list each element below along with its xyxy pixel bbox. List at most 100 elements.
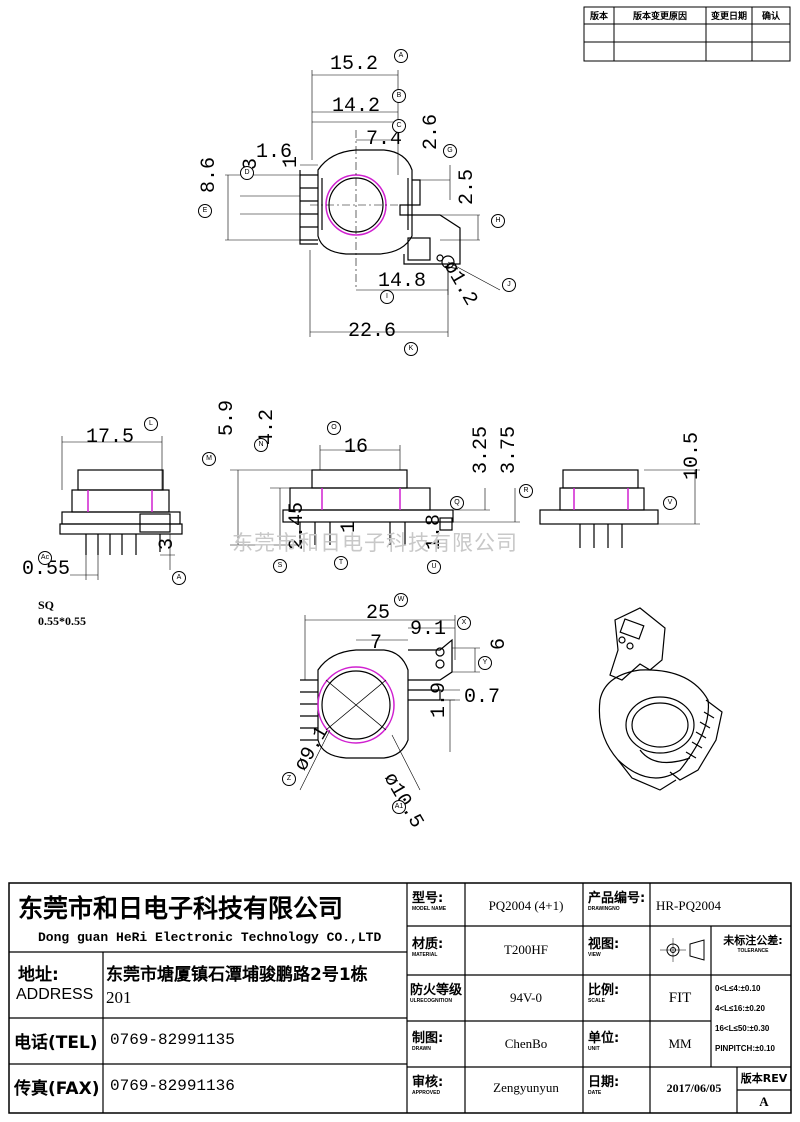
approved-value: Zengyunyun — [493, 1080, 559, 1095]
company-name-en: Dong guan HeRi Electronic Technology CO.… — [38, 929, 382, 945]
dimension-value: 7.4 — [366, 128, 403, 151]
model-label: 型号: MODEL NAME — [412, 891, 447, 913]
dimension-value: 25 — [366, 602, 391, 625]
bottom-view — [299, 615, 480, 791]
dimension-value: 7 — [370, 632, 383, 655]
tolerance-item: 16<L≤50:±0.30 — [715, 1024, 770, 1033]
dimension-value: 0.7 — [464, 686, 501, 709]
sq-label: SQ — [38, 598, 55, 612]
watermark: 东莞市和日电子科技有限公司 — [232, 531, 518, 555]
dimension-value: 0.55 — [22, 558, 71, 581]
dimension-callout: T — [334, 556, 348, 570]
address-label-cn: 地址: — [18, 964, 59, 985]
dimension-callout: U — [427, 560, 441, 574]
projection-symbol — [660, 938, 705, 962]
dimension-callout: C — [392, 119, 406, 133]
dimension-value: 3.75 — [498, 425, 521, 474]
dimension-callout: W — [394, 593, 408, 607]
drawing-no-value: HR-PQ2004 — [656, 898, 722, 913]
dimension-callout: D — [240, 166, 254, 180]
drawn-value: ChenBo — [504, 1036, 548, 1051]
dimension-value: 15.2 — [330, 53, 379, 76]
rev-header-confirm: 确认 — [761, 11, 780, 21]
dimension-value: 1.6 — [256, 141, 293, 164]
dimension-value: 1.9 — [428, 681, 451, 718]
dimension-callout: J — [502, 278, 516, 292]
unit-label: 单位: UNIT — [588, 1031, 620, 1053]
dimension-callout: Q — [450, 496, 464, 510]
revision-table — [583, 6, 791, 62]
dimension-value: 8.6 — [198, 156, 221, 193]
dimension-value: 17.5 — [86, 426, 135, 449]
fire-rating-value: 94V-0 — [509, 990, 543, 1005]
title-block-grid — [8, 882, 792, 1114]
dimension-callout: E — [198, 204, 212, 218]
dimension-callout: H — [491, 214, 505, 228]
dimension-callout: I — [380, 290, 394, 304]
dimension-callout: A — [394, 49, 408, 63]
tolerance-item: 0<L≤4:±0.10 — [715, 984, 761, 993]
isometric-view — [598, 607, 723, 791]
dimension-callout: O — [327, 421, 341, 435]
dimension-callout: Z — [282, 772, 296, 786]
scale-value: FIT — [668, 989, 692, 1006]
rev-header-reason: 版本变更原因 — [632, 11, 687, 21]
address-label-en: ADDRESS — [16, 986, 94, 1003]
dimension-value: 5.9 — [216, 399, 239, 436]
dimension-value: 2.5 — [456, 168, 479, 205]
date-value: 2017/06/05 — [666, 1080, 722, 1095]
dimension-callout: X — [457, 616, 471, 630]
dimension-value: 16 — [344, 436, 369, 459]
fax-label: 传真(FAX) — [14, 1078, 100, 1099]
dimension-callout: M — [202, 452, 216, 466]
dimension-value: 10.5 — [681, 431, 704, 480]
drawn-label: 制图: DRAWN — [412, 1031, 444, 1053]
dimension-value: 2.6 — [420, 113, 443, 150]
top-view — [225, 70, 501, 337]
dimension-callout: V — [663, 496, 677, 510]
tolerance-item: 4<L≤16:±0.20 — [715, 1004, 765, 1013]
dimension-value: 9.1 — [410, 618, 447, 641]
tolerance-label: 未标注公差: TOLERANCE — [723, 934, 783, 954]
dimension-value: 1 — [280, 155, 303, 168]
tel-label: 电话(TEL) — [14, 1032, 98, 1053]
material-label: 材质: MATERIAL — [412, 937, 444, 959]
address-line-2: 201 — [106, 988, 132, 1007]
tolerance-list: 0<L≤4:±0.10 4<L≤16:±0.20 16<L≤50:±0.30 P… — [715, 979, 775, 1059]
address-line-1: 东莞市塘厦镇石潭埔骏鹏路2号1栋 — [106, 964, 368, 985]
fire-rating-label: 防火等级 ULRECOGNITION — [410, 983, 463, 1005]
sq-value: 0.55*0.55 — [38, 614, 86, 628]
scale-label: 比例: SCALE — [588, 983, 620, 1005]
dimension-callout: K — [404, 342, 418, 356]
dimension-value: 3 — [156, 537, 179, 550]
rev-value: A — [759, 1094, 769, 1109]
dimension-callout: L — [144, 417, 158, 431]
company-name-cn: 东莞市和日电子科技有限公司 — [18, 894, 344, 923]
rev-header-version: 版本 — [589, 11, 608, 21]
rev-header-date: 变更日期 — [710, 11, 747, 21]
side-view-right — [539, 469, 700, 548]
side-view-left — [59, 436, 183, 580]
dimension-value: 3.25 — [470, 425, 493, 474]
dimension-callout: Y — [478, 656, 492, 670]
view-label: 视图: VIEW — [588, 937, 620, 959]
model-value: PQ2004 (4+1) — [488, 898, 564, 913]
dimension-callout: S — [273, 559, 287, 573]
dimension-value: 14.8 — [378, 270, 427, 293]
dimension-callout: G — [443, 144, 457, 158]
approved-label: 审核: APPROVED — [412, 1075, 444, 1097]
dimension-callout: Ac — [38, 551, 52, 565]
date-label: 日期: DATE — [588, 1075, 620, 1097]
tolerance-item: PINPITCH:±0.10 — [715, 1044, 775, 1053]
material-value: T200HF — [503, 942, 549, 957]
tel-number: 0769-82991135 — [110, 1031, 235, 1049]
fax-number: 0769-82991136 — [110, 1077, 235, 1095]
dimension-callout: B — [392, 89, 406, 103]
unit-value: MM — [668, 1036, 692, 1051]
front-view — [230, 445, 520, 546]
drawing-no-label: 产品编号: DRAWINGNO — [588, 891, 646, 913]
dimension-callout: R — [519, 484, 533, 498]
dimension-value: 22.6 — [348, 320, 397, 343]
dimension-value: 14.2 — [332, 95, 381, 118]
